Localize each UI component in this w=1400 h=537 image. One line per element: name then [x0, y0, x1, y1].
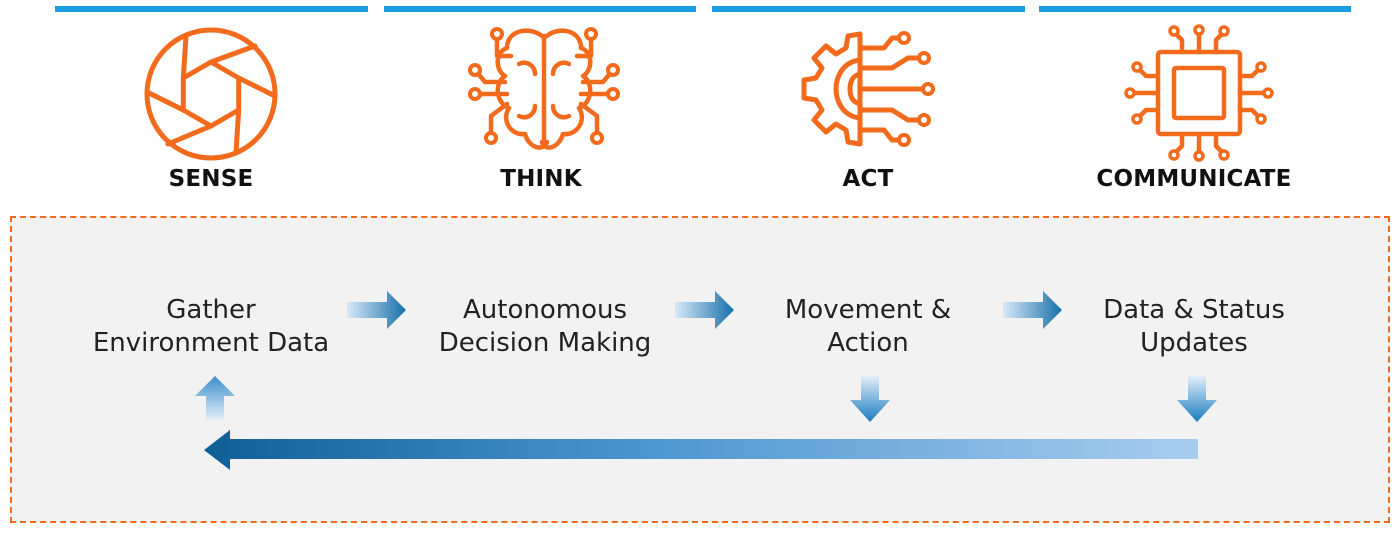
stage-label-communicate: COMMUNICATE	[1096, 166, 1292, 192]
step-gather-environment-data: Gather Environment Data	[92, 295, 330, 358]
aperture-icon	[136, 24, 286, 164]
arrow-down-updates	[1177, 376, 1217, 422]
arrow-up-gather	[195, 376, 235, 420]
arrow-down-action	[850, 376, 890, 422]
arrow-right-2	[675, 291, 734, 329]
step-data-status-updates: Data & Status Updates	[1103, 295, 1285, 358]
microchip-icon	[1124, 24, 1274, 164]
brain-circuit-icon	[467, 24, 620, 164]
stage-bar-think	[384, 6, 696, 12]
stage-bar-sense	[55, 6, 368, 12]
arrow-return-loop	[204, 430, 1198, 470]
arrow-right-3	[1003, 291, 1062, 329]
stage-label-act: ACT	[842, 166, 894, 192]
stage-label-think: THINK	[500, 166, 582, 192]
gear-circuit-icon	[796, 24, 946, 164]
step-movement-action: Movement & Action	[784, 295, 952, 358]
stage-bar-act	[712, 6, 1025, 12]
step-autonomous-decision-making: Autonomous Decision Making	[438, 295, 652, 358]
stage-label-sense: SENSE	[168, 166, 254, 192]
arrow-right-1	[347, 291, 406, 329]
stage-bar-communicate	[1039, 6, 1351, 12]
process-panel	[10, 216, 1390, 523]
